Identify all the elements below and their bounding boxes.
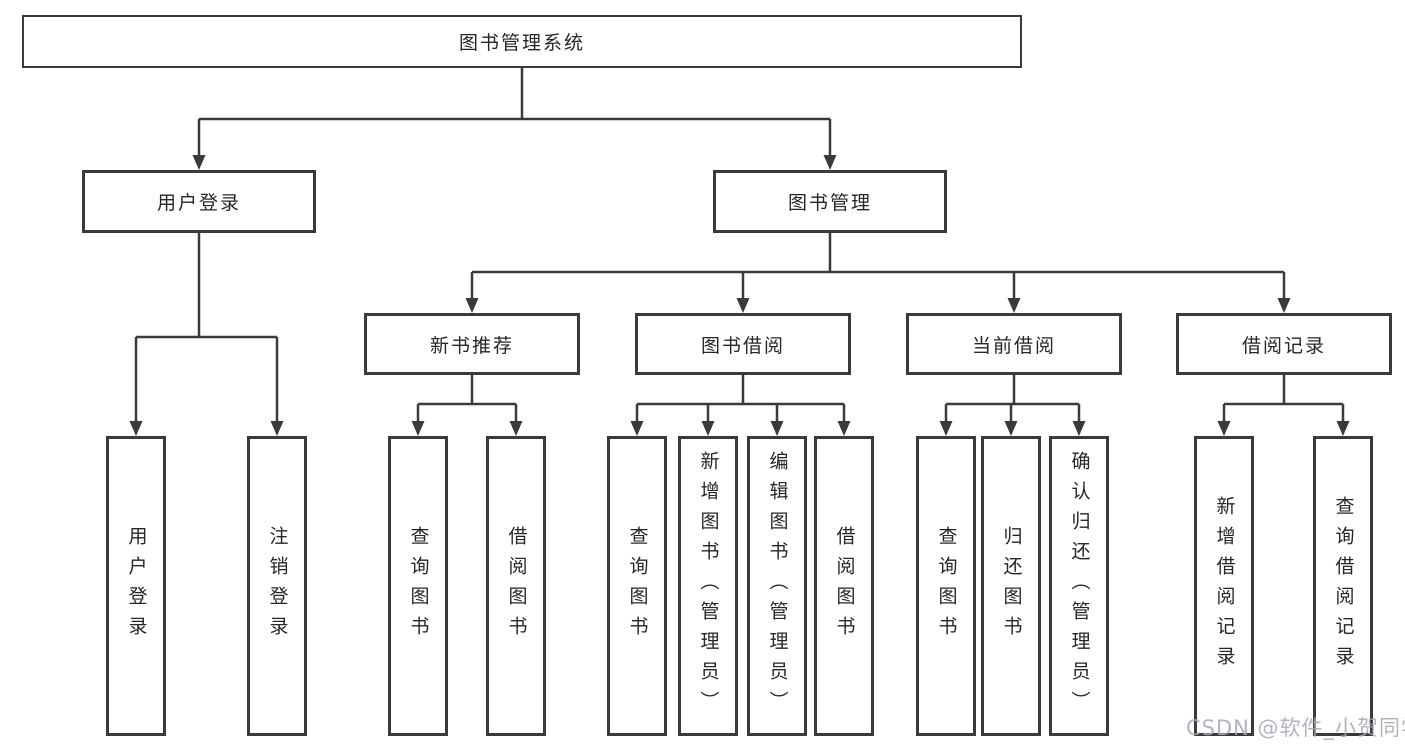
leaf-edit-books-admin: 编辑图书（管理员） [747, 436, 807, 736]
arrowhead-icon [411, 421, 425, 436]
connector-borrow-records-to-leaves [1222, 375, 1345, 422]
leaf-return-books: 归还图书 [981, 436, 1041, 736]
arrowhead-icon [1004, 421, 1018, 436]
arrowhead-icon [736, 298, 750, 313]
leaf-borrow-books-1: 借阅图书 [486, 436, 546, 736]
leaf-borrow-books-2: 借阅图书 [814, 436, 874, 736]
arrowhead-icon [509, 421, 523, 436]
arrowhead-icon [823, 155, 837, 170]
connector-book-management-to-level3 [470, 233, 1286, 299]
leaf-logout: 注销登录 [247, 436, 307, 736]
connector-root-to-level2 [197, 68, 832, 156]
connector-new-book-recommend-to-leaves [416, 375, 518, 422]
leaf-add-borrow-record: 新增借阅记录 [1194, 436, 1254, 736]
node-book-borrow: 图书借阅 [635, 313, 851, 375]
arrowhead-icon [192, 155, 206, 170]
node-library-management-system: 图书管理系统 [22, 15, 1022, 68]
arrowhead-icon [129, 421, 143, 436]
arrowhead-icon [1007, 298, 1021, 313]
leaf-add-books-admin: 新增图书（管理员） [678, 436, 738, 736]
node-new-book-recommend: 新书推荐 [364, 313, 580, 375]
arrowhead-icon [939, 421, 953, 436]
csdn-watermark: CSDN @软件_小贺同学 [1186, 716, 1405, 740]
arrowhead-icon [465, 298, 479, 313]
arrowhead-icon [770, 421, 784, 436]
arrowhead-icon [1336, 421, 1350, 436]
connector-user-login-to-leaves [134, 233, 279, 422]
arrowhead-icon [701, 421, 715, 436]
node-book-management: 图书管理 [713, 170, 947, 233]
node-current-borrow: 当前借阅 [906, 313, 1122, 375]
node-borrow-records: 借阅记录 [1176, 313, 1392, 375]
leaf-query-books-3: 查询图书 [916, 436, 976, 736]
arrowhead-icon [270, 421, 284, 436]
leaf-query-books-2: 查询图书 [607, 436, 667, 736]
node-user-login: 用户登录 [82, 170, 316, 233]
leaf-user-login: 用户登录 [106, 436, 166, 736]
connector-current-borrow-to-leaves [944, 375, 1081, 422]
connector-book-borrow-to-leaves [635, 375, 846, 422]
arrowhead-icon [1217, 421, 1231, 436]
arrowhead-icon [1277, 298, 1291, 313]
arrowhead-icon [630, 421, 644, 436]
leaf-query-books-1: 查询图书 [388, 436, 448, 736]
leaf-query-borrow-record: 查询借阅记录 [1313, 436, 1373, 736]
arrowhead-icon [1072, 421, 1086, 436]
leaf-confirm-return-admin: 确认归还（管理员） [1049, 436, 1109, 736]
arrowhead-icon [837, 421, 851, 436]
